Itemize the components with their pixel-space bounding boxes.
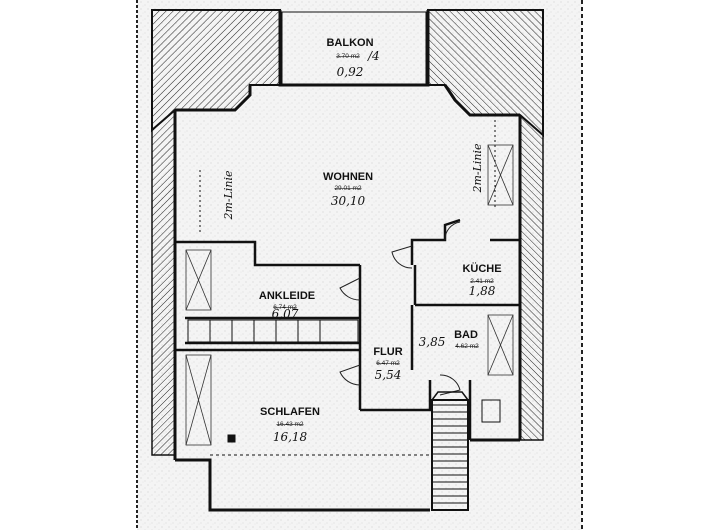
balkon-name: BALKON	[326, 37, 373, 49]
bad-name: BAD	[454, 329, 478, 341]
interior-walls	[175, 218, 520, 440]
kueche-name: KÜCHE	[462, 262, 501, 275]
room-wohnen: WOHNEN 29.01 m2 30,10	[323, 171, 373, 208]
room-kueche: KÜCHE 2.41 m2 1,88	[462, 262, 501, 298]
kueche-area-handwritten: 1,88	[469, 284, 496, 298]
ankleide-name: ANKLEIDE	[259, 290, 315, 302]
flur-area-printed: 6.47 m2	[376, 360, 400, 367]
balkon-area-printed: 3.70 m2	[336, 53, 360, 60]
height-line-right-label: 2m-Linie	[471, 143, 484, 194]
room-schlafen: SCHLAFEN 16.43 m2 16,18	[260, 406, 320, 444]
balcony	[281, 11, 427, 85]
flur-area-handwritten: 5,54	[375, 368, 402, 382]
schlafen-name: SCHLAFEN	[260, 406, 320, 418]
roof-left	[151, 9, 281, 456]
balkon-area-handwritten: /4	[367, 49, 380, 63]
schlafen-area-handwritten: 16,18	[273, 430, 308, 444]
room-balkon: BALKON 3.70 m2 /4 0,92	[326, 37, 379, 79]
room-ankleide: ANKLEIDE 6.74 m2 6,07	[259, 290, 315, 321]
door-swings	[339, 221, 461, 396]
bad-area-handwritten: 3,85	[419, 335, 446, 349]
room-flur: FLUR 6.47 m2 5,54	[373, 346, 402, 382]
wohnen-name: WOHNEN	[323, 171, 373, 183]
wohnen-area-printed: 29.01 m2	[334, 185, 361, 192]
bad-area-printed: 4.62 m2	[455, 343, 479, 350]
kueche-area-printed: 2.41 m2	[470, 278, 494, 285]
wohnen-area-handwritten: 30,10	[331, 194, 366, 208]
balkon-area-note: 0,92	[337, 65, 364, 79]
wardrobe-band	[187, 319, 359, 343]
flur-name: FLUR	[373, 346, 402, 358]
staircase	[431, 391, 469, 511]
ankleide-area-handwritten: 6,07	[272, 307, 299, 321]
room-bad: BAD 4.62 m2 3,85	[419, 329, 479, 350]
outer-walls	[173, 10, 522, 512]
dormer-windows	[185, 144, 514, 446]
schlafen-area-printed: 16.43 m2	[276, 421, 303, 428]
height-line-left-label: 2m-Linie	[222, 170, 235, 221]
fixtures	[199, 120, 501, 456]
ankleide-area-printed: 6.74 m2	[273, 304, 297, 311]
